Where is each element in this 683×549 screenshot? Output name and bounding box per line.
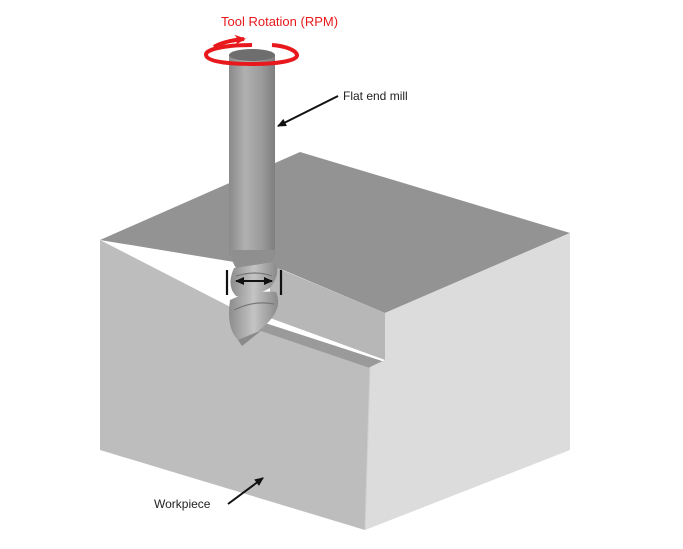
tool-rotation-label: Tool Rotation (RPM): [221, 14, 339, 29]
workpiece-front-face: [100, 240, 370, 530]
flat-end-mill-label: Flat end mill: [343, 89, 408, 103]
slot-floor: [258, 322, 385, 368]
diameter-dimension-icon: [225, 270, 283, 295]
workpiece-right-face: [365, 233, 570, 530]
tool-top: [229, 49, 275, 61]
workpiece-pointer-arrow: [227, 477, 264, 505]
workpiece-top-face: [100, 152, 570, 313]
workpiece: [100, 152, 570, 531]
tool-flutes: [230, 262, 278, 297]
rotation-arrow-icon: [204, 34, 299, 67]
end-mill-pointer-arrow: [277, 95, 339, 127]
workpiece-label: Workpiece: [154, 497, 211, 511]
tool-shank: [229, 55, 275, 255]
flat-end-mill: [229, 49, 279, 346]
slot-wall: [270, 265, 385, 360]
